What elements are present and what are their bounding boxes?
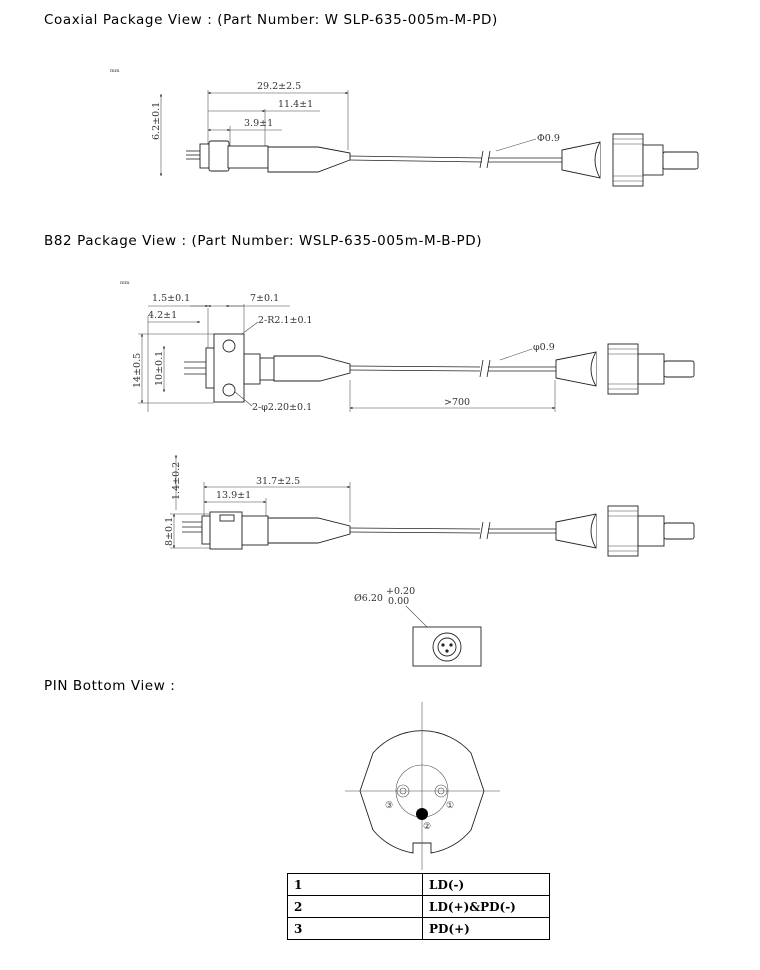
b82-side-dim-top: 1.4±0.2: [171, 462, 182, 500]
pin-number: 1: [287, 873, 423, 896]
b82-side-dim-mid: 13.9±1: [216, 490, 251, 501]
coaxial-dim-fiber: Φ0.9: [537, 133, 560, 144]
coaxial-dim-total: 29.2±2.5: [257, 81, 301, 92]
coaxial-dim-height: 6.2±0.1: [151, 102, 162, 140]
b82-dim-height-inner: 10±0.1: [154, 351, 165, 386]
b82-side-drawing: 1.4±0.2 31.7±2.5 13.9±1 8±0.1: [164, 454, 695, 557]
coaxial-unit: mm: [110, 68, 120, 74]
table-row: 3 PD(+): [287, 917, 550, 940]
pin-function: PD(+): [422, 917, 550, 940]
b82-dim-c: 4.2±1: [148, 310, 177, 321]
pin-number: 3: [287, 917, 423, 940]
b82-dim-radius: 2-R2.1±0.1: [258, 315, 313, 326]
b82-dim-height-outer: 14±0.5: [132, 353, 143, 388]
b82-side-dim-height: 8±0.1: [164, 517, 175, 546]
pin-label-2: ②: [423, 822, 431, 832]
pin-number: 2: [287, 895, 423, 918]
coaxial-dim-mid: 11.4±1: [278, 99, 313, 110]
b82-front-diameter: Ø6.20: [354, 593, 383, 604]
b82-front-drawing: Ø6.20 +0.20 0.00: [354, 586, 482, 667]
b82-front-tol-plus: +0.20: [386, 586, 415, 597]
b82-dim-a: 1.5±0.1: [152, 293, 190, 304]
b82-heading: B82 Package View : (Part Number: WSLP-63…: [44, 233, 483, 249]
pin-bottom-heading: PIN Bottom View :: [44, 678, 176, 694]
coaxial-drawing: mm 6.2±0.1 29.2±2.5 11.4±1 3.9±1 Φ0.9: [110, 68, 699, 187]
pin-bottom-drawing: ③ ① ②: [345, 702, 500, 870]
coaxial-dim-short: 3.9±1: [244, 118, 273, 129]
pin-function: LD(-): [422, 873, 550, 896]
b82-dim-length: >700: [444, 397, 470, 408]
pin-function: LD(+)&PD(-): [422, 895, 550, 918]
b82-dim-b: 7±0.1: [250, 293, 279, 304]
b82-side-dim-total: 31.7±2.5: [256, 476, 300, 487]
b82-dim-fiber: φ0.9: [533, 342, 555, 353]
table-row: 1 LD(-): [287, 873, 550, 896]
b82-top-unit: mm: [120, 280, 130, 286]
b82-dim-holes: 2-φ2.20±0.1: [252, 402, 312, 413]
pin-label-3: ③: [385, 801, 393, 811]
coaxial-heading: Coaxial Package View : (Part Number: W S…: [44, 12, 498, 28]
pin-table: 1 LD(-) 2 LD(+)&PD(-) 3 PD(+): [287, 873, 550, 940]
b82-top-drawing: mm 1.5±0.1 7±0.1 4.2±1 2-R2.1±0.1 14±0.5…: [120, 280, 695, 413]
table-row: 2 LD(+)&PD(-): [287, 895, 550, 918]
b82-front-tol-minus: 0.00: [388, 596, 409, 607]
pin-label-1: ①: [446, 801, 454, 811]
